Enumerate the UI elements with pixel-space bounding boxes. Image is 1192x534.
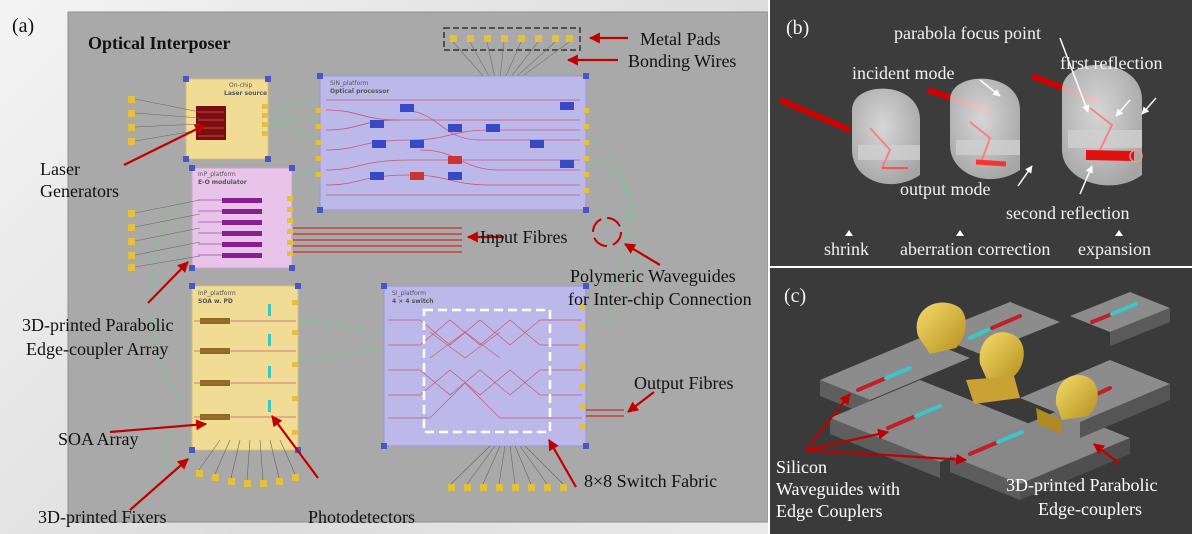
- first-reflection-label: first reflection: [1060, 53, 1163, 73]
- op-chip-name: Optical processor: [330, 88, 390, 95]
- sw-chip-platform: Si_platform: [392, 290, 426, 297]
- silicon-label-3: Edge Couplers: [776, 501, 883, 521]
- polymer-waveguide-circle: [592, 217, 622, 247]
- focus-label: parabola focus point: [894, 23, 1041, 43]
- bonding-wires-label: Bonding Wires: [628, 51, 737, 71]
- polymeric-label-2: for Inter-chip Connection: [568, 289, 752, 309]
- silicon-label-1: Silicon: [776, 457, 828, 477]
- panel-a-tag: (a): [12, 15, 35, 37]
- waveguides: [856, 302, 1138, 456]
- photodetector-array: [268, 304, 271, 412]
- switch-chip: [383, 285, 587, 447]
- coupler-expansion: [1062, 64, 1143, 186]
- switch-fabric-label: 8×8 Switch Fabric: [584, 471, 718, 491]
- phase-shifters: [370, 102, 574, 180]
- laser-generators-label-1: Laser: [40, 159, 80, 179]
- input-fibres-label: Input Fibres: [480, 227, 568, 247]
- coupler-reflection-diagram: [778, 37, 1157, 236]
- input-fibres: [293, 227, 462, 253]
- interposer-title: Optical Interposer: [88, 33, 231, 53]
- metal-pads-box: [443, 27, 581, 51]
- panel-b-tag: (b): [786, 17, 810, 39]
- aberration-label: aberration correction: [900, 239, 1051, 259]
- output-fibres: [586, 409, 624, 417]
- switch-mesh: [388, 319, 582, 419]
- op-chip-platform: SiN_platform: [330, 80, 369, 87]
- eo-modulator-chip: [191, 167, 293, 269]
- coupler-aberration: [950, 78, 1020, 180]
- expansion-label: expansion: [1078, 239, 1151, 259]
- soa-array-label: SOA Array: [58, 429, 139, 449]
- edge-coupler-label-2: Edge-coupler Array: [26, 339, 169, 359]
- parabolic-couplers: [916, 302, 1098, 434]
- laser-generators-label-2: Generators: [40, 181, 119, 201]
- shrink-label: shrink: [824, 239, 869, 259]
- coupler-shrink: [852, 88, 920, 185]
- laser-array: [196, 106, 226, 140]
- metal-pads-label: Metal Pads: [640, 29, 721, 49]
- panel-c-tag: (c): [784, 285, 807, 307]
- panel-a: On-chip Laser source InP_platform E-O mo…: [0, 0, 768, 534]
- switch-fabric-box: [422, 308, 552, 434]
- panel-c: (c) Silicon Waveguides with Edge Coupler…: [770, 268, 1192, 534]
- parabolic-label-2: Edge-couplers: [1038, 499, 1142, 519]
- panel-b: (b) parabola focus point incident mode f…: [770, 0, 1192, 266]
- laser-chip-name: Laser source: [224, 90, 268, 97]
- output-mode-label: output mode: [900, 179, 991, 199]
- photodetectors-label: Photodetectors: [308, 507, 415, 527]
- interposer-diagram: [67, 11, 768, 523]
- modulator-bars: [222, 198, 262, 258]
- soa-chip-platform: InP_platform: [198, 290, 236, 297]
- callout-arrows: [109, 32, 661, 511]
- coupler-3d-diagram: [805, 292, 1170, 500]
- edge-coupler-label-1: 3D-printed Parabolic: [22, 315, 174, 335]
- panel-c-arrows: [805, 393, 1121, 465]
- eo-chip-platform: InP_platform: [198, 171, 236, 178]
- soa-chip-name: SOA w. PD: [198, 298, 233, 305]
- output-fibres-label: Output Fibres: [634, 373, 734, 393]
- laser-chip-platform: On-chip: [229, 82, 253, 89]
- parabolic-label-1: 3D-printed Parabolic: [1006, 475, 1158, 495]
- incident-label: incident mode: [852, 63, 955, 83]
- second-reflection-label: second reflection: [1006, 203, 1130, 223]
- top-pads: [450, 35, 573, 42]
- fixers-label: 3D-printed Fixers: [38, 507, 167, 527]
- optical-processor-chip: [319, 75, 587, 211]
- eo-chip-name: E-O modulator: [198, 179, 247, 186]
- silicon-label-2: Waveguides with: [776, 479, 901, 499]
- sw-chip-name: 4 × 4 switch: [392, 298, 434, 305]
- polymeric-label-1: Polymeric Waveguides: [570, 266, 736, 286]
- soa-pd-chip: [191, 285, 299, 451]
